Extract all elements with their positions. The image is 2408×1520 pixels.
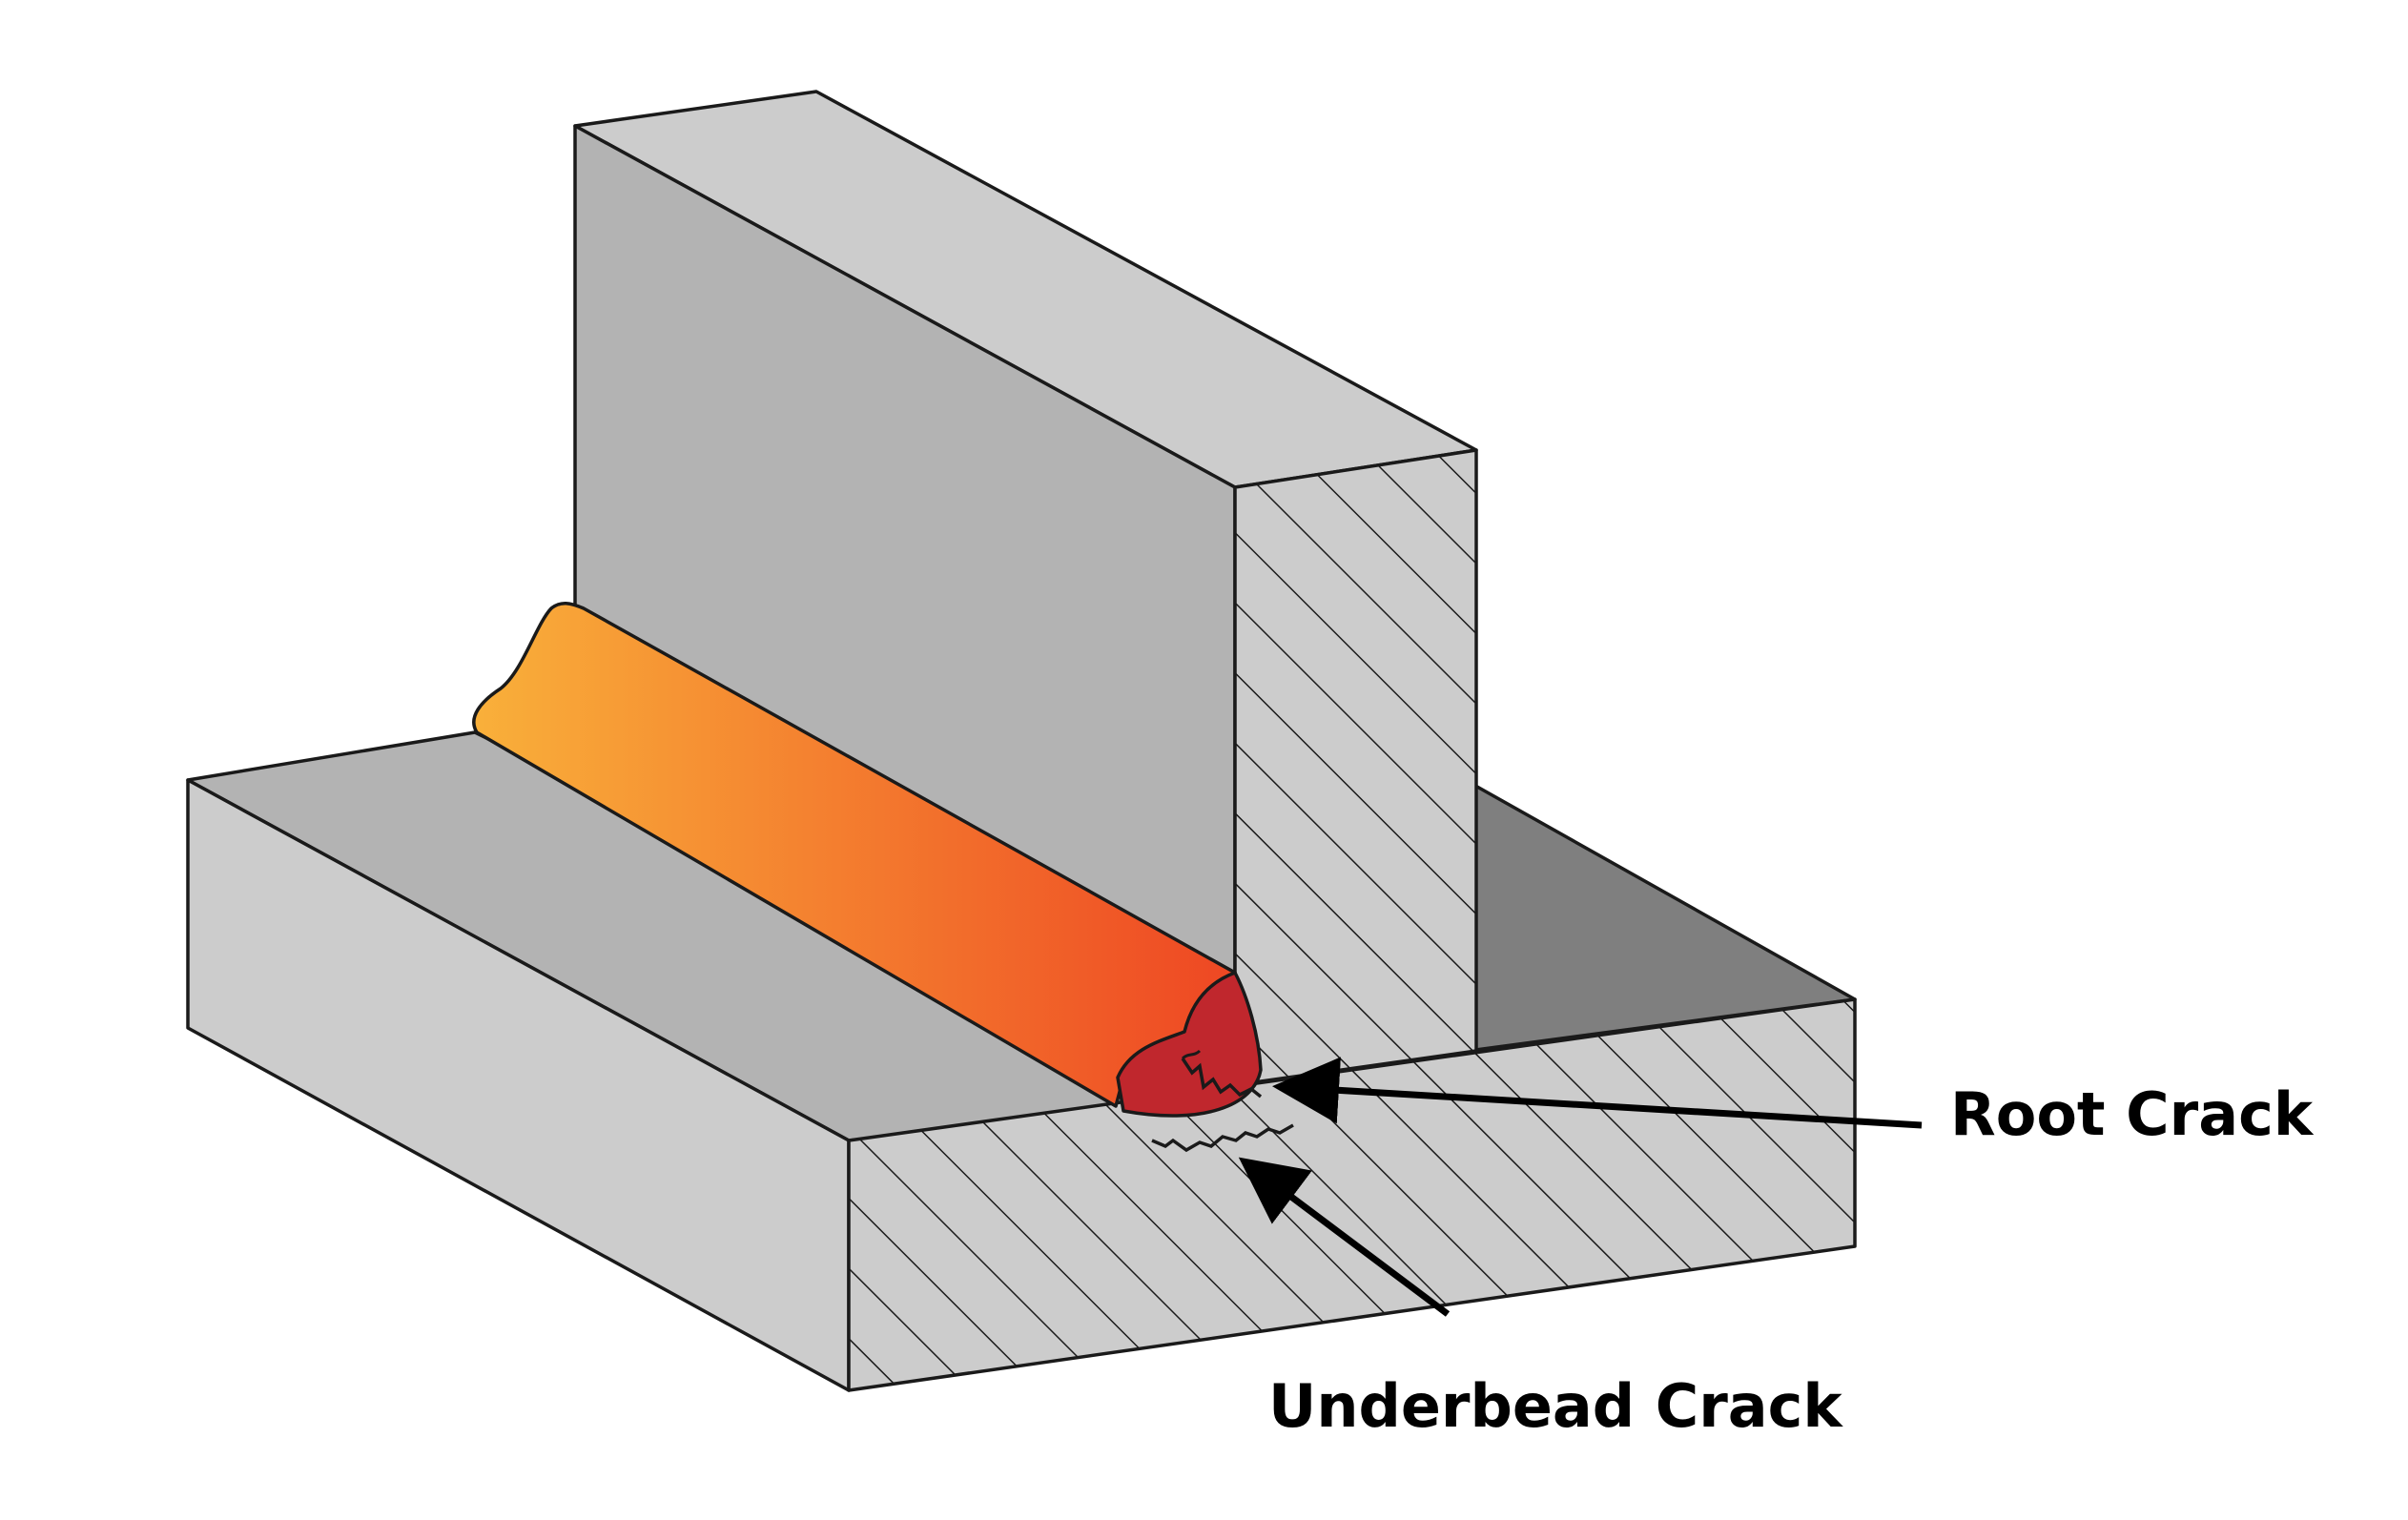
base-plate-section-face	[847, 997, 1857, 1392]
underbead-crack-label: Underbead Crack	[1268, 1371, 1843, 1441]
underbead-crack-line	[1151, 1123, 1294, 1153]
weld-root-section	[1116, 971, 1263, 1118]
upright-plate	[573, 90, 1478, 1084]
root-crack-branch	[1181, 1049, 1202, 1060]
root-crack-arrow	[1272, 1057, 1923, 1129]
root-crack-label: Root Crack	[1950, 1079, 2315, 1149]
upright-plate-section-face	[1233, 448, 1478, 1084]
root-crack-line	[1181, 1058, 1263, 1099]
weld-bead	[472, 602, 1263, 1118]
underbead-crack-arrow	[1238, 1157, 1451, 1317]
base-plate	[186, 730, 1857, 1392]
